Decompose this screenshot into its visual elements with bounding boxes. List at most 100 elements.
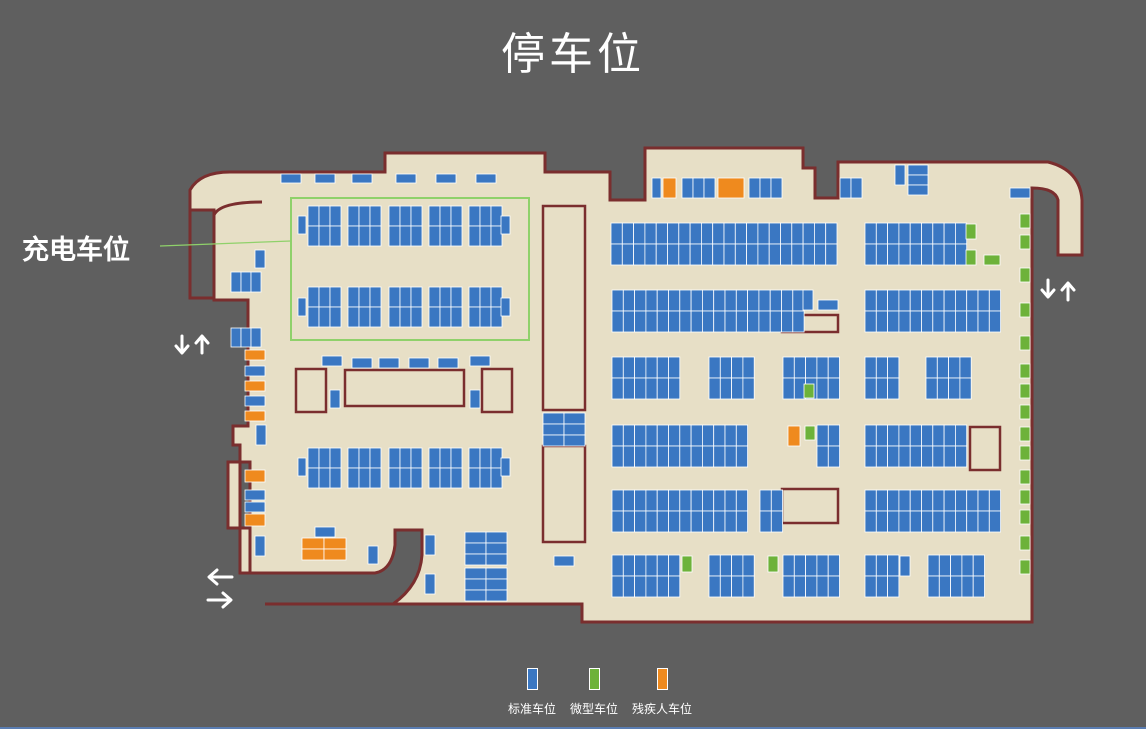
compact-space [1019, 535, 1031, 551]
standard-space [955, 489, 968, 512]
standard-space [769, 310, 782, 333]
standard-space [770, 489, 783, 512]
standard-space [816, 424, 829, 447]
standard-space [894, 164, 906, 186]
standard-space [759, 177, 772, 199]
compact-space [1019, 509, 1031, 525]
standard-space [875, 424, 888, 447]
standard-space [450, 306, 463, 328]
accessible-space [244, 469, 266, 483]
standard-space [611, 510, 624, 533]
accessible-space [301, 548, 325, 561]
standard-space [410, 306, 423, 328]
standard-space [864, 575, 877, 598]
standard-space [563, 423, 586, 436]
standard-space [318, 467, 331, 489]
standard-space [713, 510, 726, 533]
standard-space [690, 510, 703, 533]
standard-space [358, 306, 371, 328]
standard-space [351, 357, 373, 369]
standard-space [701, 222, 714, 245]
compact-space [681, 555, 693, 573]
standard-space [966, 489, 979, 512]
standard-space [921, 445, 934, 468]
standard-space [742, 377, 755, 400]
standard-space [921, 510, 934, 533]
standard-space [611, 554, 624, 577]
standard-space [898, 424, 911, 447]
standard-space [943, 289, 956, 312]
standard-space [864, 222, 877, 245]
compact-space [1019, 469, 1031, 485]
standard-space [563, 412, 586, 425]
standard-space [240, 271, 252, 293]
standard-space [651, 177, 662, 199]
standard-space [490, 205, 503, 227]
standard-space [329, 225, 342, 247]
standard-space [936, 377, 949, 400]
standard-space [864, 356, 877, 379]
standard-space [656, 424, 669, 447]
down-up-arrows-icon [1040, 278, 1076, 302]
standard-space [475, 173, 497, 184]
standard-space [307, 306, 320, 328]
standard-space [634, 489, 647, 512]
accessible-space [244, 380, 266, 392]
standard-space [961, 554, 974, 577]
standard-space [927, 554, 940, 577]
standard-space [899, 555, 911, 577]
standard-space [708, 575, 721, 598]
standard-space [909, 424, 922, 447]
standard-space [329, 447, 342, 469]
standard-space [827, 554, 840, 577]
standard-space [410, 286, 423, 308]
standard-space [485, 553, 508, 566]
standard-space [347, 306, 360, 328]
standard-space [702, 489, 715, 512]
standard-space [782, 554, 795, 577]
standard-space [950, 554, 963, 577]
standard-space [667, 222, 680, 245]
standard-space [369, 447, 382, 469]
standard-space [875, 222, 888, 245]
standard-space [358, 447, 371, 469]
standard-space [793, 554, 806, 577]
standard-space [656, 489, 669, 512]
standard-space [972, 554, 985, 577]
standard-space [887, 554, 900, 577]
standard-space [817, 299, 839, 311]
standard-space [759, 510, 772, 533]
standard-space [805, 554, 818, 577]
standard-space [450, 467, 463, 489]
compact-space [804, 425, 816, 441]
standard-space [410, 225, 423, 247]
compact-space [767, 555, 779, 573]
standard-space [932, 424, 945, 447]
standard-space [668, 445, 681, 468]
standard-space [399, 225, 412, 247]
accessible-space [323, 537, 347, 550]
standard-space [542, 423, 565, 436]
standard-space [731, 356, 744, 379]
standard-space [713, 489, 726, 512]
standard-space [816, 575, 829, 598]
standard-space [297, 215, 307, 235]
standard-space [634, 424, 647, 447]
standard-space [948, 356, 961, 379]
standard-space [329, 286, 342, 308]
standard-space [563, 434, 586, 447]
standard-space [244, 395, 266, 407]
standard-space [428, 306, 441, 328]
standard-space [827, 424, 840, 447]
standard-space [280, 173, 302, 184]
standard-space [792, 289, 805, 312]
standard-space [679, 445, 692, 468]
standard-space [468, 225, 481, 247]
standard-space [758, 289, 771, 312]
standard-space [988, 289, 1001, 312]
standard-space [464, 553, 487, 566]
standard-space [748, 177, 761, 199]
standard-space [369, 467, 382, 489]
standard-space [909, 243, 922, 266]
